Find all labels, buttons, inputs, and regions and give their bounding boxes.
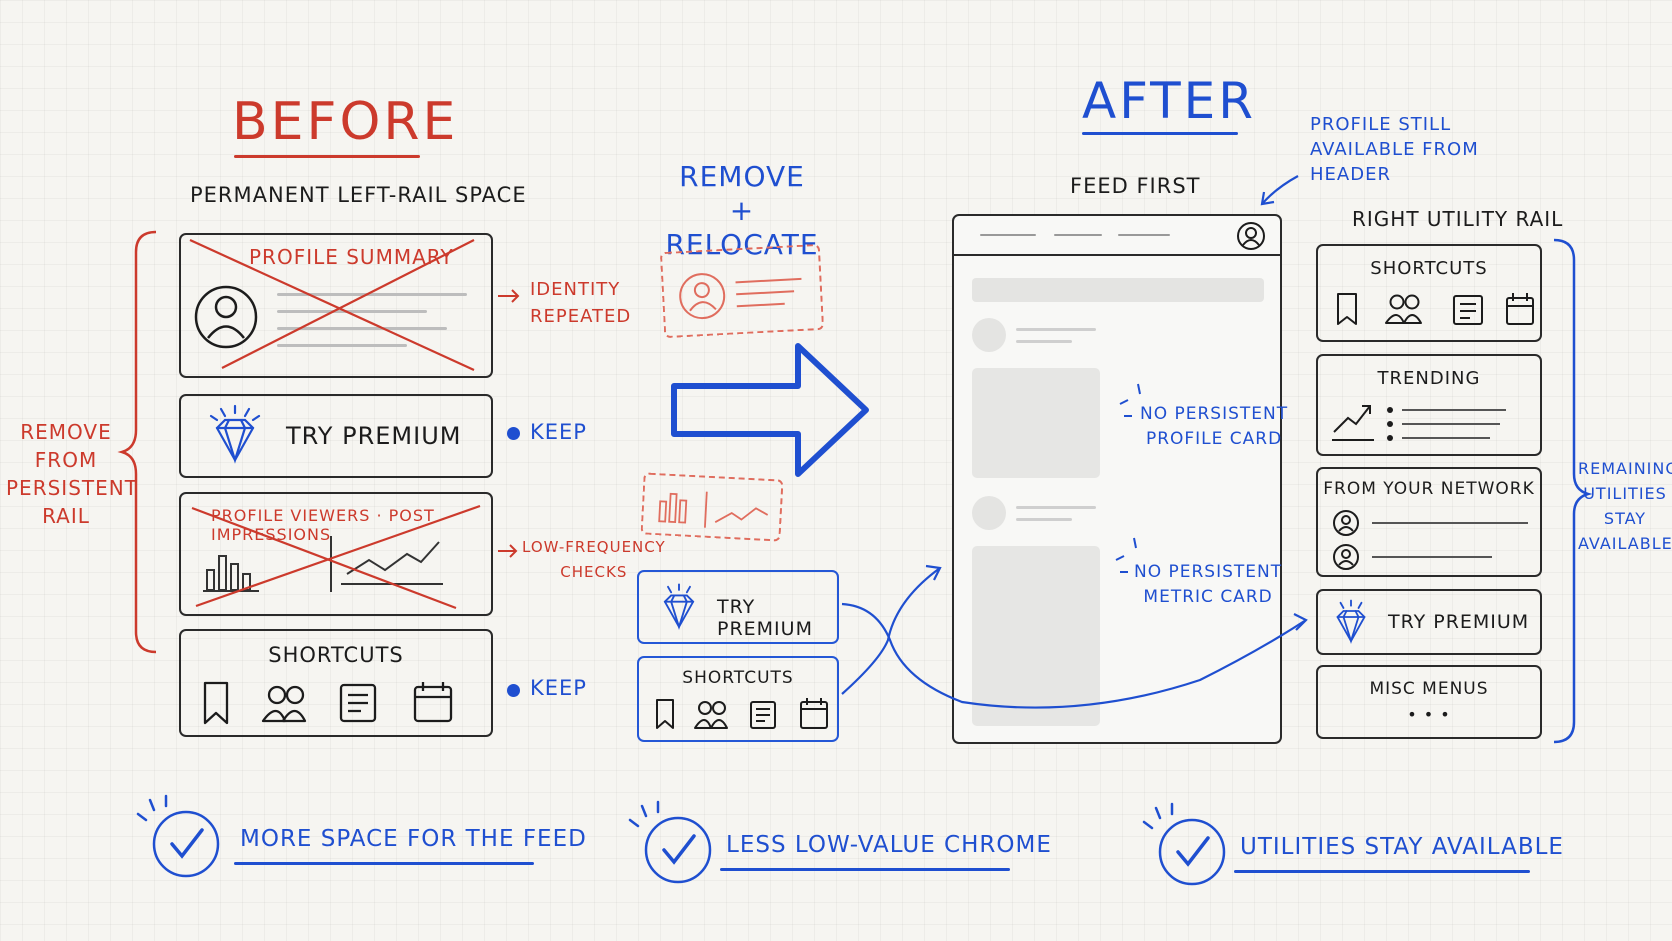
after-shortcuts-card[interactable]: SHORTCUTS xyxy=(1316,244,1542,342)
profile-avatar-icon[interactable] xyxy=(1236,221,1266,255)
outcome-check-2 xyxy=(622,796,718,896)
network-people-icons xyxy=(1332,507,1532,575)
middle-shortcuts-card[interactable]: SHORTCUTS xyxy=(637,656,839,742)
after-title-underline xyxy=(1082,132,1238,135)
network-card[interactable]: FROM YOUR NETWORK xyxy=(1316,467,1542,577)
before-title-underline xyxy=(234,155,420,158)
outcome-label-3: UTILITIES STAY AVAILABLE xyxy=(1240,834,1564,860)
outcome-label-2: LESS LOW-VALUE CHROME xyxy=(726,832,1052,858)
keep-dot xyxy=(507,427,520,440)
middle-try-premium-card[interactable]: TRY PREMIUM xyxy=(637,570,839,644)
relocated-metrics-card xyxy=(640,472,784,542)
feed-mockup xyxy=(952,214,1282,744)
outcome-check-3 xyxy=(1136,798,1232,898)
right-arrow-icon xyxy=(666,340,876,484)
diamond-icon-small xyxy=(657,582,701,638)
misc-menus-card[interactable]: MISC MENUS • • • xyxy=(1316,665,1542,739)
after-try-premium-card[interactable]: TRY PREMIUM xyxy=(1316,589,1542,655)
relocated-profile-card xyxy=(659,243,825,339)
after-bracket-label: REMAINING UTILITIES STAY AVAILABLE xyxy=(1578,459,1672,553)
right-rail-title: RIGHT UTILITY RAIL xyxy=(1352,207,1564,231)
diamond-icon xyxy=(207,404,263,472)
before-try-premium-label: TRY PREMIUM xyxy=(286,422,462,450)
network-label: FROM YOUR NETWORK xyxy=(1323,479,1535,499)
before-shortcuts-card[interactable]: SHORTCUTS xyxy=(179,629,493,737)
profile-summary-card: PROFILE SUMMARY xyxy=(179,233,493,378)
before-try-premium-card[interactable]: TRY PREMIUM xyxy=(179,394,493,478)
middle-shortcut-icons xyxy=(653,696,833,736)
before-subtitle: PERMANENT LEFT-RAIL SPACE xyxy=(190,183,527,207)
feed-header xyxy=(954,216,1280,256)
before-title: BEFORE xyxy=(232,92,459,152)
keep-label-1: KEEP xyxy=(530,420,587,444)
trending-card[interactable]: TRENDING xyxy=(1316,354,1542,456)
middle-title: REMOVE + RELOCATE xyxy=(665,160,819,261)
keep-label-2: KEEP xyxy=(530,676,587,700)
feed-first-label: FEED FIRST xyxy=(1070,174,1201,198)
middle-try-premium-label: TRY PREMIUM xyxy=(717,596,813,640)
before-bracket-label: REMOVE FROM PERSISTENT RAIL xyxy=(6,420,138,528)
outcome-label-1: MORE SPACE FOR THE FEED xyxy=(240,826,587,852)
trending-label: TRENDING xyxy=(1377,368,1481,389)
low-frequency-note: LOW-FREQUENCY CHECKS xyxy=(522,538,666,581)
profile-summary-label: PROFILE SUMMARY xyxy=(249,245,454,269)
misc-menus-label: MISC MENUS xyxy=(1369,679,1489,699)
profile-header-note: PROFILE STILL AVAILABLE FROM HEADER xyxy=(1310,114,1479,185)
after-shortcuts-label: SHORTCUTS xyxy=(1370,258,1488,279)
keep-dot-2 xyxy=(507,684,520,697)
after-title: AFTER xyxy=(1082,72,1256,130)
metrics-card: PROFILE VIEWERS · POST IMPRESSIONS xyxy=(179,492,493,616)
outcome-check-1 xyxy=(130,790,226,890)
middle-shortcuts-label: SHORTCUTS xyxy=(682,668,794,688)
after-try-premium-label: TRY PREMIUM xyxy=(1388,611,1530,633)
identity-note: IDENTITY REPEATED xyxy=(530,279,632,327)
no-metric-card-note: NO PERSISTENT METRIC CARD xyxy=(1134,562,1283,607)
misc-dots-icon: • • • xyxy=(1407,705,1451,724)
before-shortcuts-label: SHORTCUTS xyxy=(268,643,404,667)
diamond-icon-after xyxy=(1330,597,1372,653)
bar-chart-icon xyxy=(203,544,263,598)
after-shortcut-icons xyxy=(1334,290,1534,334)
no-profile-card-note: NO PERSISTENT PROFILE CARD xyxy=(1140,404,1289,449)
trending-chart-icon xyxy=(1330,394,1536,454)
line-chart-icon xyxy=(327,534,447,598)
avatar-icon xyxy=(193,279,259,359)
shortcut-icons xyxy=(201,679,471,733)
